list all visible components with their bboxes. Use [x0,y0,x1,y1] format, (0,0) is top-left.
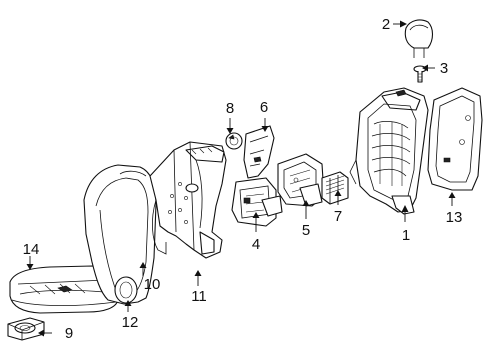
callout-4: 4 [252,236,260,253]
callout-2: 2 [382,16,390,33]
callout-1: 1 [402,227,410,244]
callout-8: 8 [226,100,234,117]
rear-back-panel [427,87,483,191]
callout-10: 10 [144,276,161,293]
callout-13: 13 [446,209,463,226]
callout-7: 7 [334,208,342,225]
callout-6: 6 [260,99,268,116]
lumbar-bracket [231,177,283,227]
callout-9: 9 [65,325,73,342]
callout-labels: 1 2 3 4 5 6 7 8 9 10 11 12 13 14 [23,16,463,342]
callout-12: 12 [122,314,139,331]
headrest [404,19,434,58]
lumbar-module [277,153,325,207]
connector-block [321,171,349,205]
callout-11: 11 [191,288,207,305]
callout-3: 3 [440,60,448,77]
seat-module [7,317,45,341]
bolster-insert [243,125,275,179]
callout-5: 5 [302,222,310,239]
callout-14: 14 [23,241,40,258]
leader-lines [26,20,456,337]
main-backrest-frame [349,87,429,215]
seat-back-frame [149,141,227,259]
adjuster-knob [225,132,243,150]
seat-back-cover [83,164,157,305]
